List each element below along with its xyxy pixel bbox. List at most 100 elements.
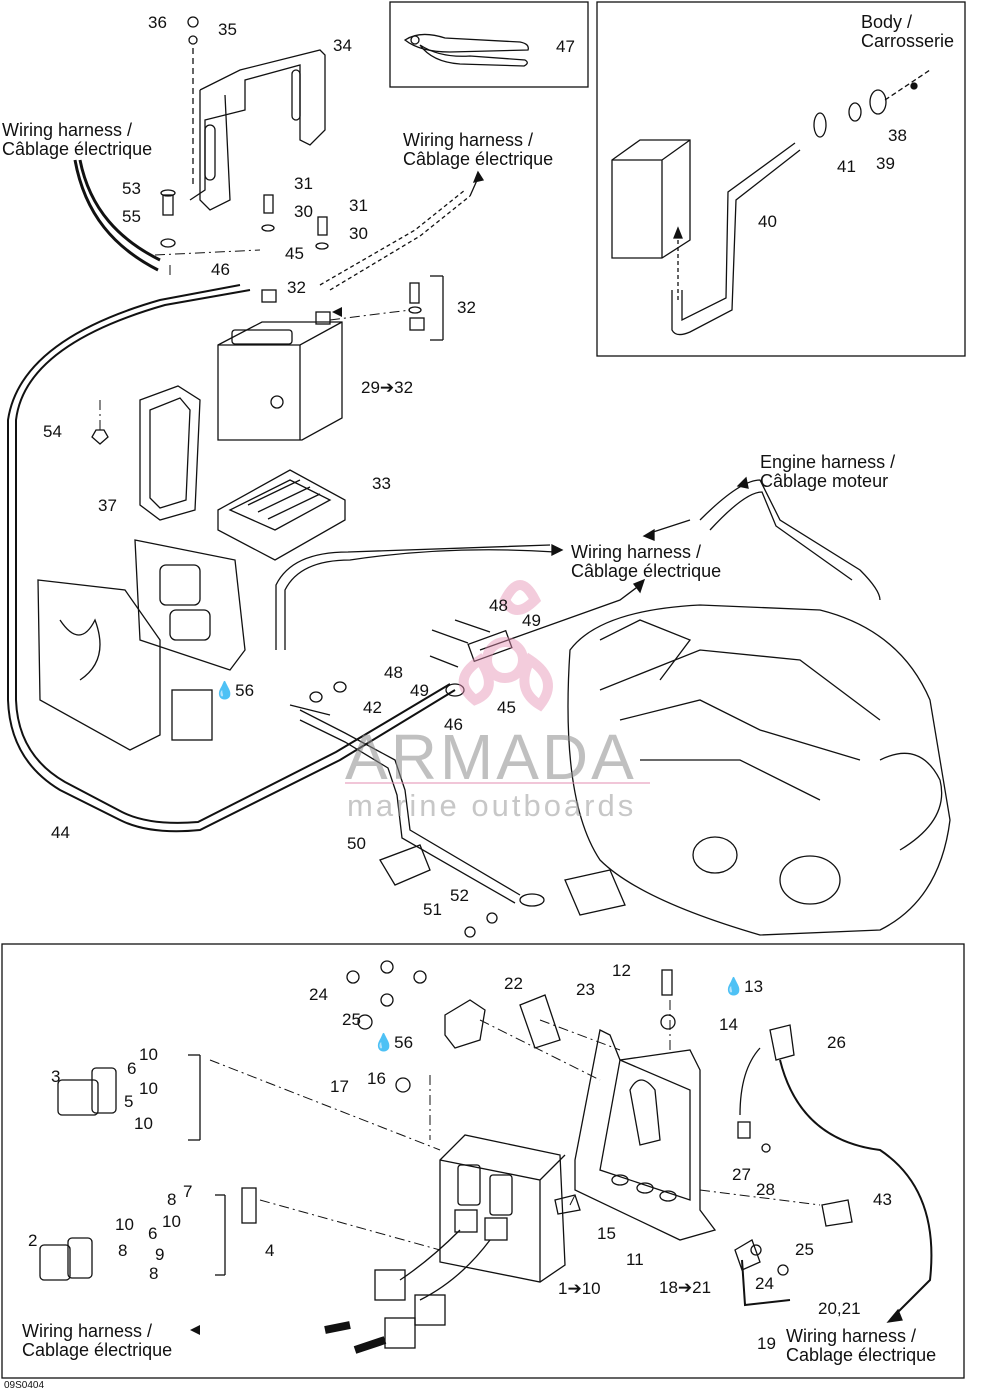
callout-26: 26 — [827, 1033, 846, 1052]
callout-20-21: 20,21 — [818, 1299, 861, 1318]
callout-45a: 45 — [285, 244, 304, 263]
callout-3: 3 — [51, 1067, 61, 1086]
callout-46a: 46 — [211, 260, 230, 279]
watermark-logo — [458, 580, 553, 712]
callout-7: 7 — [183, 1182, 193, 1201]
callout-27: 27 — [732, 1165, 751, 1184]
harness-label-mid: Wiring harness /Câblage électrique — [571, 542, 722, 581]
harness-label-top-mid: Wiring harness /Câblage électrique — [403, 130, 554, 169]
callout-41: 41 — [837, 157, 856, 176]
callout-6b: 6 — [148, 1224, 158, 1243]
callout-49b: 49 — [410, 681, 429, 700]
callout-45b: 45 — [497, 698, 516, 717]
engine-mount-bolts — [289, 619, 513, 716]
callout-36: 36 — [148, 13, 167, 32]
callout-18-21: 18➔21 — [659, 1278, 712, 1297]
mounting-plates — [37, 539, 246, 751]
callout-43: 43 — [873, 1190, 892, 1209]
callout-49a: 49 — [522, 611, 541, 630]
callout-48b: 48 — [384, 663, 403, 682]
diagram-code: 09S0404 — [4, 1380, 45, 1391]
relay-and-connectors — [346, 960, 853, 1276]
callout-56b: 💧56 — [373, 1033, 414, 1052]
callout-52: 52 — [450, 886, 469, 905]
engine-harness-label: Engine harness /Câblage moteur — [760, 452, 896, 491]
callout-10d: 10 — [162, 1212, 181, 1231]
callout-22: 22 — [504, 974, 523, 993]
callout-32a: 32 — [287, 278, 306, 297]
battery-drawing — [217, 321, 343, 441]
callout-2: 2 — [28, 1231, 38, 1250]
callout-32b: 32 — [457, 298, 476, 317]
callout-17: 17 — [330, 1077, 349, 1096]
callout-9: 9 — [155, 1245, 165, 1264]
callout-19: 19 — [757, 1334, 776, 1353]
callout-30a: 30 — [294, 202, 313, 221]
callout-44: 44 — [51, 823, 70, 842]
callout-8a: 8 — [167, 1190, 177, 1209]
callout-8b: 8 — [149, 1264, 159, 1283]
ecm-harness-wires — [324, 1047, 933, 1354]
harness-label-top-left: Wiring harness /Câblage électrique — [2, 120, 153, 159]
callout-8c: 8 — [118, 1241, 128, 1260]
ecm-inset-frame — [1, 943, 965, 1379]
callout-34: 34 — [333, 36, 352, 55]
tool-inset-frame — [389, 1, 589, 88]
callout-14: 14 — [719, 1015, 738, 1034]
vent-inset-frame — [596, 1, 966, 357]
callout-28: 28 — [756, 1180, 775, 1199]
callout-40: 40 — [758, 212, 777, 231]
callout-29-32: 29➔32 — [361, 378, 414, 397]
callout-13: 💧13 — [723, 977, 764, 996]
callout-47: 47 — [556, 37, 575, 56]
crimp-tool-drawing — [403, 33, 529, 67]
callout-10c: 10 — [134, 1114, 153, 1133]
leader-lines — [99, 249, 821, 1251]
callout-31b: 31 — [349, 196, 368, 215]
callout-24a: 24 — [309, 985, 328, 1004]
callout-12: 12 — [612, 961, 631, 980]
callout-56a: 💧56 — [214, 681, 255, 700]
callout-24b: 24 — [755, 1274, 774, 1293]
callout-46b: 46 — [444, 715, 463, 734]
callout-10a: 10 — [139, 1045, 158, 1064]
callout-1-10: 1➔10 — [558, 1279, 601, 1298]
engine-drawing — [567, 604, 951, 936]
battery-cables — [7, 159, 485, 833]
callout-51: 51 — [423, 900, 442, 919]
vent-tube-drawing — [611, 69, 931, 336]
callout-53: 53 — [122, 179, 141, 198]
starter-cable — [299, 709, 626, 938]
callout-10e: 10 — [115, 1215, 134, 1234]
callout-54: 54 — [43, 422, 62, 441]
callout-31a: 31 — [294, 174, 313, 193]
callout-15: 15 — [597, 1224, 616, 1243]
battery-fasteners — [91, 189, 444, 445]
harness-to-engine — [275, 476, 881, 651]
callout-30b: 30 — [349, 224, 368, 243]
watermark-brand: ARMADA — [345, 721, 637, 793]
callout-38: 38 — [888, 126, 907, 145]
callout-5: 5 — [124, 1092, 134, 1111]
callout-48a: 48 — [489, 596, 508, 615]
watermark-tagline: marine outboards — [347, 788, 637, 823]
callout-25a: 25 — [342, 1010, 361, 1029]
battery-tray — [217, 469, 346, 561]
battery-holder-bracket — [187, 16, 326, 211]
callout-25b: 25 — [795, 1240, 814, 1259]
callout-50: 50 — [347, 834, 366, 853]
callout-6a: 6 — [127, 1059, 137, 1078]
callout-11: 11 — [626, 1250, 644, 1269]
ecm-bracket-drawing — [574, 1029, 717, 1241]
callout-42: 42 — [363, 698, 382, 717]
fuse-box-drawing — [39, 1054, 257, 1281]
callout-10b: 10 — [139, 1079, 158, 1098]
harness-label-bottom-right: Wiring harness /Cablage électrique — [786, 1326, 937, 1365]
callout-39: 39 — [876, 154, 895, 173]
battery-strap — [139, 385, 201, 521]
callout-4: 4 — [265, 1241, 275, 1260]
ecm-module-drawing — [439, 1134, 566, 1283]
callout-35: 35 — [218, 20, 237, 39]
